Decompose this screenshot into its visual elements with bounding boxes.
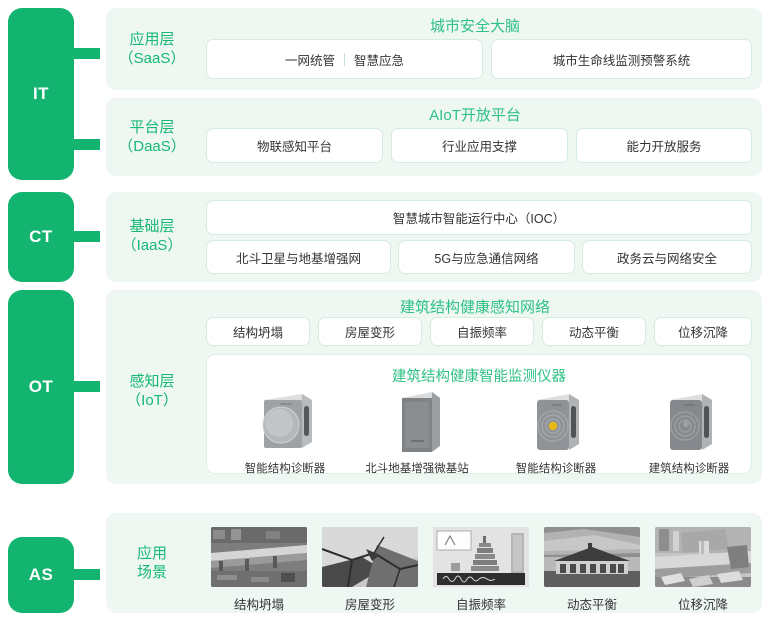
chip-iot-sensing-platform[interactable]: 物联感知平台 [206, 128, 383, 163]
chip-label-dynamic-balance: 动态平衡 [568, 326, 619, 340]
panel-title-saas: 城市安全大脑 [429, 18, 520, 35]
scenario-3-label: 自振频率 [455, 598, 506, 612]
panel-iot-layer: 感知层 （IoT） 建筑结构健康感知网络 结构坍塌 房屋变形 自振频率 动态平衡… [106, 290, 762, 484]
chip-label-building-deformation: 房屋变形 [344, 326, 395, 340]
pillar-it: IT [8, 8, 74, 180]
chip-gov-cloud-security[interactable]: 政务云与网络安全 [582, 240, 752, 274]
chip-label-beidou-network: 北斗卫星与地基增强网 [235, 251, 361, 266]
ring-dot-device-icon [492, 388, 620, 454]
pillar-as: AS [8, 537, 74, 613]
chip-beidou-ground-network[interactable]: 北斗卫星与地基增强网 [206, 240, 391, 274]
chip-yiwangtongguan-zhihuiyingji[interactable]: 一网统管 智慧应急 [206, 39, 483, 79]
device-1-label: 智能结构诊断器 [244, 463, 326, 475]
chip-label-5g-network: 5G与应急通信网络 [434, 251, 539, 266]
device-card-2[interactable]: 北斗地基增强微基站 [353, 388, 481, 476]
chip-label-natural-frequency: 自振频率 [456, 326, 507, 340]
cracked-wall-photo [322, 527, 418, 587]
panel-daas-layer: 平台层 （DaaS） AIoT开放平台 物联感知平台 行业应用支撑 能力开放服务 [106, 98, 762, 176]
chip-structural-collapse[interactable]: 结构坍塌 [206, 317, 310, 346]
connector-stub-as-scenarios [74, 569, 100, 580]
layer-label-iaas-line2: （IaaS） [121, 237, 183, 254]
layer-label-iot: 感知层 （IoT） [106, 372, 198, 410]
chip-label-industry-support: 行业应用支撑 [441, 140, 517, 154]
pillar-it-label: IT [32, 84, 50, 103]
chip-capability-open-service[interactable]: 能力开放服务 [576, 128, 752, 163]
layer-label-iot-line2: （IoT） [126, 392, 178, 409]
house-photo [544, 527, 640, 587]
layer-label-scenarios-line1: 应用 [136, 545, 167, 562]
chip-separator [344, 52, 345, 66]
layer-label-daas-line1: 平台层 [129, 119, 175, 136]
pillar-ct: CT [8, 192, 74, 282]
chip-label-gov-cloud: 政务云与网络安全 [616, 251, 717, 266]
pillar-as-label: AS [28, 565, 54, 584]
chip-dynamic-balance[interactable]: 动态平衡 [542, 317, 646, 346]
scenario-5-label: 位移沉降 [677, 598, 728, 612]
chip-label-lifeline: 城市生命线监测预警系统 [552, 53, 691, 68]
layer-label-daas-line2: （DaaS） [118, 138, 186, 155]
panel-title-daas: AIoT开放平台 [429, 107, 521, 124]
chip-city-lifeline-warning-system[interactable]: 城市生命线监测预警系统 [491, 39, 752, 79]
pillar-ot-label: OT [28, 377, 54, 396]
seismogram-diagram [433, 527, 529, 587]
chip-label-zhihuiyingji: 智慧应急 [354, 53, 405, 68]
settlement-photo [655, 527, 751, 587]
scenario-card-5[interactable]: 位移沉降 [655, 527, 751, 613]
chip-label-displacement-settlement: 位移沉降 [677, 326, 728, 340]
connector-stub-it-saas [74, 48, 100, 59]
instrument-panel: 建筑结构健康智能监测仪器 智能结构诊断器 [206, 354, 753, 476]
panel-saas-layer: 应用层 （SaaS） 城市安全大脑 一网统管 智慧应急 城市生命线监测预警系统 [106, 8, 762, 90]
scenario-2-label: 房屋变形 [344, 598, 395, 612]
chip-displacement-settlement[interactable]: 位移沉降 [654, 317, 752, 346]
layer-label-daas: 平台层 （DaaS） [106, 118, 198, 156]
layer-label-saas-line1: 应用层 [129, 31, 175, 48]
chip-smart-city-ioc[interactable]: 智慧城市智能运行中心（IOC） [206, 200, 752, 235]
chip-label-iot-platform: 物联感知平台 [256, 140, 332, 154]
device-4-label: 建筑结构诊断器 [648, 463, 730, 475]
scenario-card-3[interactable]: 自振频率 [433, 527, 529, 613]
chip-5g-emergency-network[interactable]: 5G与应急通信网络 [398, 240, 575, 274]
chip-industry-app-support[interactable]: 行业应用支撑 [391, 128, 568, 163]
scenario-card-4[interactable]: 动态平衡 [544, 527, 640, 613]
ring-device-icon [625, 388, 753, 454]
disc-device-icon [221, 388, 349, 454]
pillar-ot: OT [8, 290, 74, 484]
device-card-3[interactable]: 智能结构诊断器 [492, 388, 620, 476]
device-card-1[interactable]: 智能结构诊断器 [221, 388, 349, 476]
collapsed-bridge-photo [211, 527, 307, 587]
pillar-ct-label: CT [29, 227, 53, 246]
layer-label-saas-line2: （SaaS） [118, 50, 186, 67]
device-2-label: 北斗地基增强微基站 [365, 463, 469, 475]
panel-application-scenarios: 应用 场景 [106, 513, 762, 613]
device-3-label: 智能结构诊断器 [515, 463, 597, 475]
connector-stub-it-daas [74, 139, 100, 150]
device-card-4[interactable]: 建筑结构诊断器 [625, 388, 753, 476]
chip-label-structural-collapse: 结构坍塌 [232, 326, 283, 340]
scenario-card-1[interactable]: 结构坍塌 [211, 527, 307, 613]
connector-stub-ct-iaas [74, 231, 100, 242]
instrument-panel-title: 建筑结构健康智能监测仪器 [392, 369, 566, 385]
chip-label-ioc: 智慧城市智能运行中心（IOC） [392, 212, 566, 226]
chip-label-open-service: 能力开放服务 [626, 140, 702, 154]
panel-title-iot: 建筑结构健康感知网络 [399, 299, 550, 316]
scenario-card-2[interactable]: 房屋变形 [322, 527, 418, 613]
panel-iaas-layer: 基础层 （IaaS） 智慧城市智能运行中心（IOC） 北斗卫星与地基增强网 5G… [106, 192, 762, 282]
layer-label-scenarios-line2: 场景 [136, 564, 167, 581]
layer-label-iaas: 基础层 （IaaS） [106, 217, 198, 255]
layer-label-iaas-line1: 基础层 [129, 218, 175, 235]
chip-building-deformation[interactable]: 房屋变形 [318, 317, 422, 346]
scenario-4-label: 动态平衡 [566, 598, 617, 612]
chip-label-yiwangtongguan: 一网统管 [284, 53, 335, 68]
layer-label-saas: 应用层 （SaaS） [106, 30, 198, 68]
chip-natural-frequency[interactable]: 自振频率 [430, 317, 534, 346]
tall-box-device-icon [353, 388, 481, 454]
connector-stub-ot-iot [74, 381, 100, 392]
layer-label-scenarios: 应用 场景 [106, 544, 198, 582]
scenario-1-label: 结构坍塌 [233, 598, 284, 612]
layer-label-iot-line1: 感知层 [129, 373, 175, 390]
